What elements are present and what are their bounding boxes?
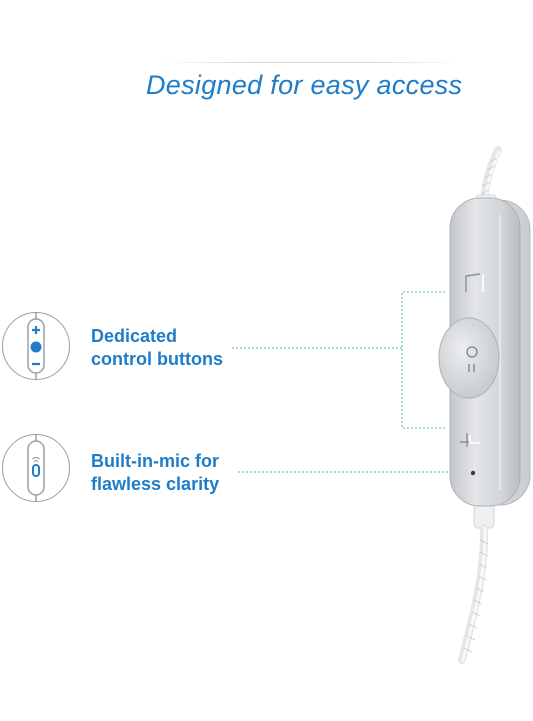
plus-icon [460,433,480,447]
multifunction-button [438,317,500,399]
microphone-hole-icon [470,470,476,476]
lower-cable [458,497,495,664]
page-title: Designed for easy access [146,70,463,100]
volume-button-top [465,273,484,292]
microphone-icon [2,433,70,502]
feature-line: flawless clarity [91,474,220,494]
control-buttons-icon [2,311,70,380]
feature-label-microphone: Built-in-mic for flawless clarity [91,450,219,496]
headline-divider [160,62,460,63]
feature-line: control buttons [91,349,223,369]
feature-line: Built-in-mic for [91,451,219,471]
upper-cable [480,146,502,204]
leader-line-control-buttons [232,291,445,429]
feature-line: Dedicated [91,326,178,346]
feature-label-control-buttons: Dedicated control buttons [91,325,223,371]
inline-remote [438,197,531,507]
